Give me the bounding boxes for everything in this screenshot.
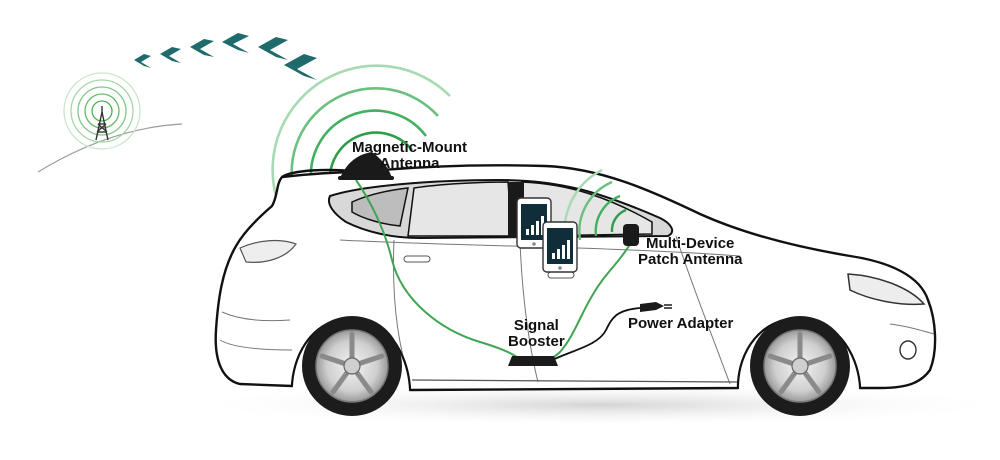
magnetic-mount-antenna-icon (338, 152, 394, 180)
signal-booster-label-line-1: Signal (513, 317, 559, 334)
signal-booster-icon (508, 356, 558, 366)
cell-tower-icon (63, 72, 141, 150)
magnetic-mount-label-line-1: Magnetic-Mount (352, 139, 467, 156)
signal-direction-arrows-icon (134, 33, 317, 80)
patch-antenna-label-line-2: Patch Antenna (638, 251, 743, 268)
roof-antenna-signal-rings (271, 64, 451, 197)
front-wheel (750, 316, 850, 416)
power-adapter-label: Power Adapter (628, 315, 734, 332)
smartphone-icon (542, 221, 578, 273)
hill-line (37, 123, 183, 173)
magnetic-mount-label-line-2: Antenna (379, 155, 440, 172)
power-cable (547, 307, 641, 363)
patch-antenna-icon (623, 224, 639, 246)
patch-antenna-label-line-1: Multi-Device (646, 235, 735, 252)
antenna-cable (355, 179, 521, 361)
signal-booster-label: Signal Booster (508, 318, 565, 350)
power-adapter-plug-icon (640, 302, 672, 312)
patch-antenna-label: Multi-Device Patch Antenna (638, 236, 742, 268)
rear-wheel (302, 316, 402, 416)
magnetic-mount-antenna-label: Magnetic-Mount Antenna (352, 140, 467, 172)
signal-booster-label-line-2: Booster (508, 333, 565, 350)
